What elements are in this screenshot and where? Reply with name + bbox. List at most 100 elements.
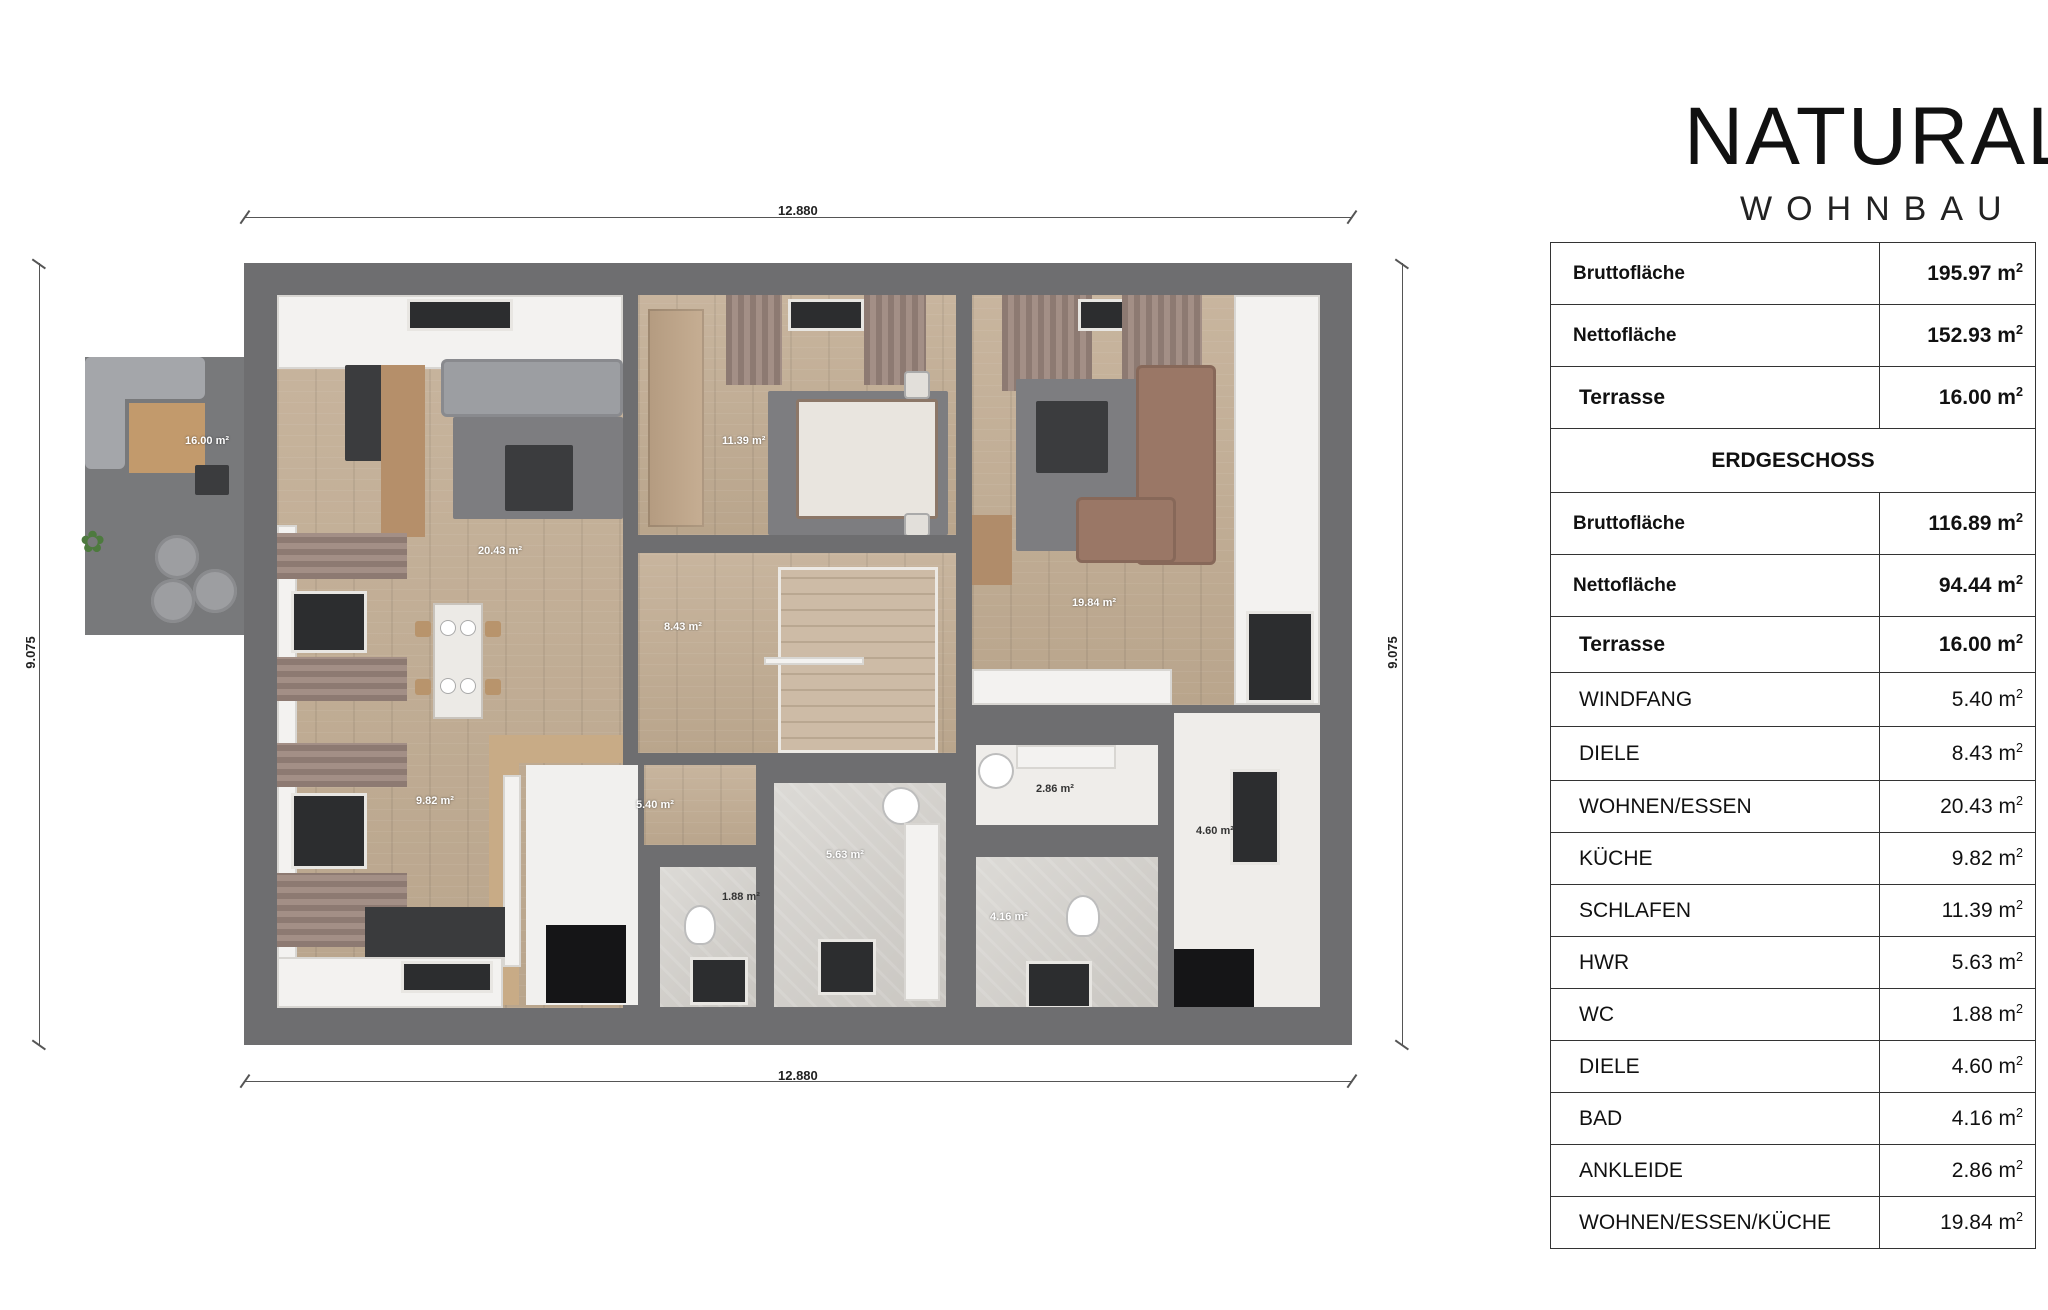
- plate: [441, 621, 455, 635]
- terrace: 16.00 m²: [85, 357, 245, 635]
- room-wc: [660, 867, 756, 1007]
- table-cell-value: 20.43 m2: [1879, 780, 2036, 833]
- table-cell-value: 2.86 m2: [1879, 1144, 2036, 1197]
- terrace-stool: [151, 579, 195, 623]
- table-cell-value: 16.00 m2: [1879, 616, 2036, 673]
- logo-subtitle: WOHNBAU: [1740, 190, 2016, 228]
- table-cell-value: 9.82 m2: [1879, 832, 2036, 885]
- table-row: WOHNEN/ESSEN 20.43 m2: [1550, 780, 2036, 833]
- sofa-chaise: [1076, 497, 1176, 563]
- table-cell-name: ANKLEIDE: [1550, 1144, 1880, 1197]
- table-row: WINDFANG 5.40 m2: [1550, 672, 2036, 727]
- area-label-kueche: 9.82 m²: [416, 795, 454, 807]
- table-cell-value: 19.84 m2: [1879, 1196, 2036, 1249]
- area-label-schlafen: 11.39 m²: [722, 435, 766, 447]
- dimension-line-top: [244, 217, 1352, 218]
- room-hwr: [774, 783, 946, 1007]
- table-cell-value: 94.44 m2: [1879, 554, 2036, 617]
- table-row: Terrasse 16.00 m2: [1550, 616, 2036, 673]
- table-row: ANKLEIDE 2.86 m2: [1550, 1144, 2036, 1197]
- window: [546, 925, 626, 1003]
- area-label-wohnen-essen: 20.43 m²: [478, 545, 523, 557]
- kitchen-counter-front: [503, 775, 521, 967]
- table-cell-name: Nettofläche: [1550, 554, 1880, 617]
- table-row: Nettofläche 152.93 m2: [1550, 304, 2036, 367]
- dimension-line-right: [1402, 263, 1403, 1045]
- window: [788, 299, 864, 331]
- table-cell-value: 16.00 m2: [1879, 366, 2036, 429]
- area-label-ankleide: 2.86 m²: [1036, 783, 1074, 795]
- dining-table: [435, 605, 481, 717]
- table-cell-value: 8.43 m2: [1879, 726, 2036, 781]
- table-cell-name: WINDFANG: [1550, 672, 1880, 727]
- table-cell-value: 116.89 m2: [1879, 492, 2036, 555]
- table-row: Terrasse 16.00 m2: [1550, 366, 2036, 429]
- toilet: [686, 907, 714, 943]
- room-windfang-floor: [644, 765, 756, 845]
- terrace-stool: [193, 569, 237, 613]
- table-cell-name: Terrasse: [1550, 616, 1880, 673]
- table-row: Bruttofläche 195.97 m2: [1550, 242, 2036, 305]
- area-label-diele: 8.43 m²: [664, 621, 702, 633]
- table-cell-name: WOHNEN/ESSEN: [1550, 780, 1880, 833]
- washing-machine: [884, 789, 918, 823]
- window: [690, 957, 748, 1005]
- table-cell-name: SCHLAFEN: [1550, 884, 1880, 937]
- table-cell-name: WC: [1550, 988, 1880, 1041]
- table-section-row: ERDGESCHOSS: [1550, 428, 2036, 493]
- dimension-label-left: 9.075: [22, 636, 38, 669]
- room-ankleide: [976, 745, 1158, 825]
- table-cell-name: Nettofläche: [1550, 304, 1880, 367]
- room-wohnen-essen-kueche: [972, 295, 1320, 705]
- curtain: [1002, 295, 1092, 391]
- table-cell-name: DIELE: [1550, 1040, 1880, 1093]
- area-label-windfang: 5.40 m²: [636, 799, 674, 811]
- dimension-line-left: [39, 263, 40, 1045]
- washing-machine: [980, 755, 1012, 787]
- window: [407, 299, 513, 331]
- kitchen-worktop: [365, 907, 505, 957]
- area-label-diele-2: 4.60 m²: [1196, 825, 1234, 837]
- terrace-table: [195, 465, 229, 495]
- table-cell-value: 1.88 m2: [1879, 988, 2036, 1041]
- section-title: ERDGESCHOSS: [1550, 428, 2036, 493]
- table-row: SCHLAFEN 11.39 m2: [1550, 884, 2036, 937]
- dimension-label-top: 12.880: [778, 203, 818, 218]
- chair: [415, 621, 431, 637]
- stair-railing: [764, 657, 864, 665]
- window: [401, 961, 493, 993]
- room-diele-2: [1174, 713, 1320, 1007]
- room-windfang: [526, 765, 638, 1005]
- plate: [461, 679, 475, 693]
- terrace-sofa-back: [85, 357, 205, 399]
- table-row: Nettofläche 94.44 m2: [1550, 554, 2036, 617]
- area-table: Bruttofläche 195.97 m2 Nettofläche 152.9…: [1550, 242, 2036, 1249]
- dimension-line-bottom: [244, 1081, 1352, 1082]
- area-label-wohnen-essen-kueche: 19.84 m²: [1072, 597, 1117, 609]
- chair: [485, 679, 501, 695]
- room-bad: [976, 857, 1158, 1007]
- bed: [796, 399, 938, 519]
- window: [1174, 949, 1254, 1007]
- area-label-bad: 4.16 m²: [990, 911, 1028, 923]
- table-cell-name: WOHNEN/ESSEN/KÜCHE: [1550, 1196, 1880, 1249]
- nightstand: [906, 515, 928, 535]
- plate: [441, 679, 455, 693]
- table-cell-name: Bruttofläche: [1550, 242, 1880, 305]
- kitchen-counter: [972, 669, 1172, 705]
- table-row: DIELE 4.60 m2: [1550, 1040, 2036, 1093]
- window: [291, 793, 367, 869]
- chair: [485, 621, 501, 637]
- terrace-deck: [129, 403, 205, 473]
- table-row: KÜCHE 9.82 m2: [1550, 832, 2036, 885]
- shelf: [904, 823, 940, 1001]
- table-row: BAD 4.16 m2: [1550, 1092, 2036, 1145]
- wardrobe: [648, 309, 704, 527]
- area-label-hwr: 5.63 m²: [826, 849, 864, 861]
- window: [291, 591, 367, 653]
- area-label-wc: 1.88 m²: [722, 891, 760, 903]
- room-diele: [638, 553, 956, 753]
- table-cell-value: 11.39 m2: [1879, 884, 2036, 937]
- curtain: [864, 295, 926, 385]
- table-row: WOHNEN/ESSEN/KÜCHE 19.84 m2: [1550, 1196, 2036, 1249]
